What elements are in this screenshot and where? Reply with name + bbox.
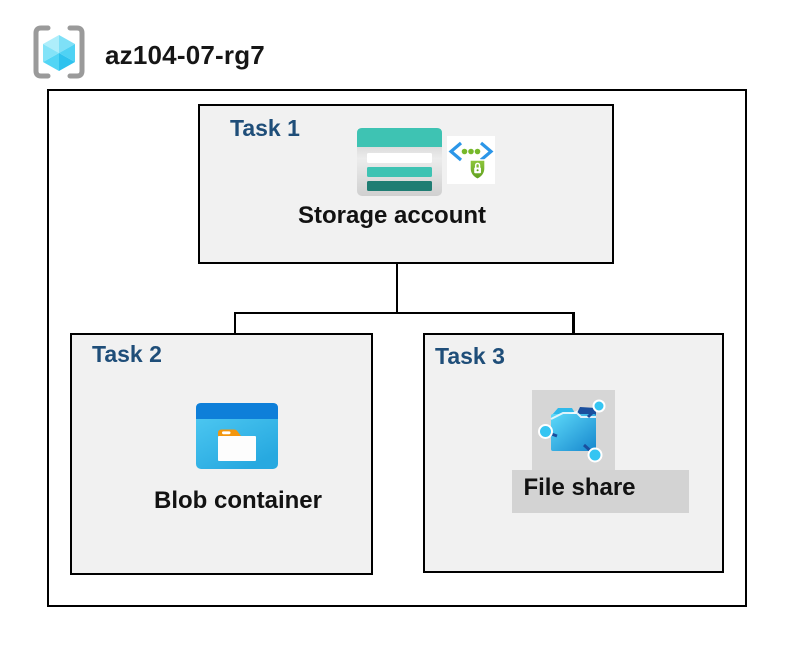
file-share-highlight-block xyxy=(532,390,615,472)
task3-label: Task 3 xyxy=(435,343,505,369)
blob-container-label: Blob container xyxy=(153,487,322,514)
storage-account-label: Storage account xyxy=(297,202,487,229)
task2-box: Task 2 Blob container xyxy=(70,333,373,575)
resource-group-icon xyxy=(31,23,87,81)
task3-box: Task 3 xyxy=(423,333,724,573)
storage-account-icon xyxy=(357,128,442,196)
connector-horizontal xyxy=(233,311,575,314)
resource-group-header: az104-07-rg7 xyxy=(0,0,788,88)
task1-box: Task 1 xyxy=(198,104,614,264)
blob-container-icon xyxy=(196,403,278,469)
connector-storage-stem xyxy=(395,230,398,313)
task2-label: Task 2 xyxy=(92,341,162,367)
file-share-icon xyxy=(538,398,610,464)
task1-label: Task 1 xyxy=(230,115,300,141)
file-share-label: File share xyxy=(523,474,636,501)
sas-shield-lock-icon xyxy=(447,136,495,184)
resource-group-name: az104-07-rg7 xyxy=(105,40,265,70)
file-share-label-strip xyxy=(512,470,689,513)
